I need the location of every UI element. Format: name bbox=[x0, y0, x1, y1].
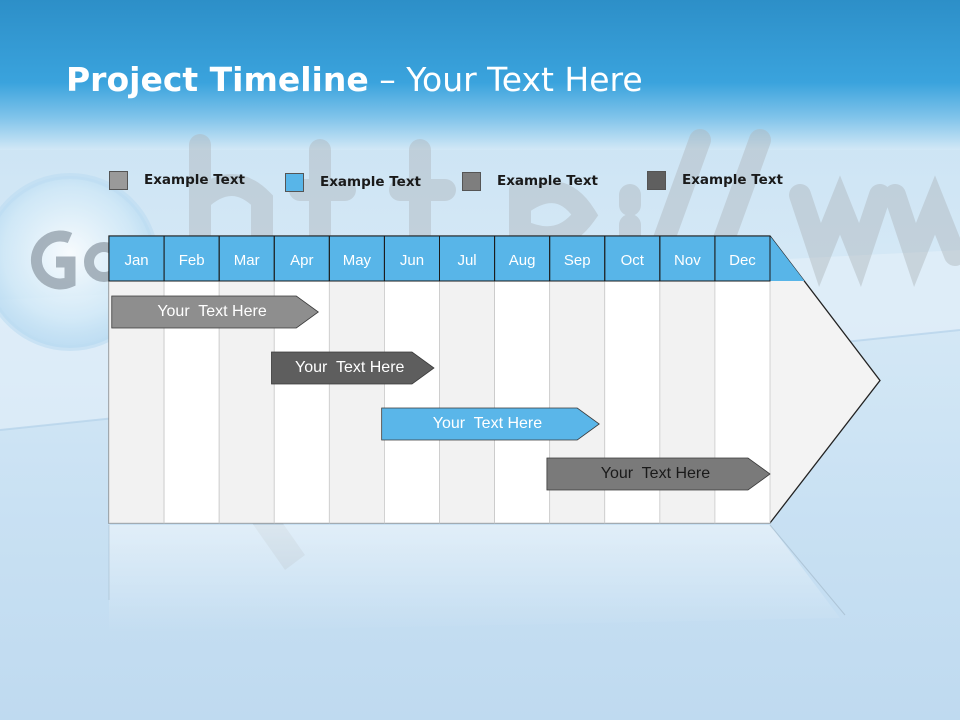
legend-swatch-3 bbox=[462, 171, 481, 191]
task-bar-1 bbox=[111, 295, 319, 329]
task-bar-label-1: Your Text Here bbox=[157, 303, 267, 320]
legend-item-2: Example Text bbox=[285, 172, 421, 192]
legend-label-4: Example Text bbox=[682, 172, 783, 188]
month-label-oct: Oct bbox=[621, 252, 645, 269]
task-bars bbox=[111, 295, 771, 491]
month-label-sep: Sep bbox=[564, 252, 591, 269]
month-label-apr: Apr bbox=[290, 252, 313, 269]
legend-swatch-1 bbox=[109, 170, 128, 190]
month-label-jun: Jun bbox=[400, 252, 424, 269]
month-column-jul bbox=[439, 280, 495, 524]
month-column-may bbox=[328, 280, 385, 524]
month-header-band bbox=[109, 236, 805, 281]
month-label-may: May bbox=[343, 252, 372, 269]
task-bar-4 bbox=[546, 457, 771, 491]
title-bold: Project Timeline bbox=[66, 60, 369, 99]
legend-item-4: Example Text bbox=[647, 170, 783, 190]
task-bar-label-2: Your Text Here bbox=[295, 359, 405, 376]
legend-label-3: Example Text bbox=[497, 173, 598, 189]
slide-title: Project Timeline – Your Text Here bbox=[66, 60, 643, 99]
title-rest: – Your Text Here bbox=[368, 60, 643, 99]
legend-swatch-2 bbox=[285, 172, 304, 192]
month-label-mar: Mar bbox=[234, 252, 260, 269]
month-header-row bbox=[108, 235, 805, 282]
month-column-aug bbox=[494, 280, 551, 524]
legend-label-1: Example Text bbox=[144, 172, 245, 188]
legend-label-2: Example Text bbox=[320, 174, 421, 190]
legend-swatch-4 bbox=[647, 170, 666, 190]
month-label-jul: Jul bbox=[457, 252, 476, 269]
month-column-jun bbox=[384, 280, 440, 524]
title-band bbox=[0, 0, 960, 150]
month-label-nov: Nov bbox=[674, 252, 701, 269]
month-label-aug: Aug bbox=[509, 252, 536, 269]
reflection-edge bbox=[769, 524, 846, 616]
legend-item-3: Example Text bbox=[462, 171, 598, 191]
task-bar-3 bbox=[381, 407, 600, 441]
month-label-jan: Jan bbox=[124, 252, 148, 269]
month-header-cell-dec bbox=[714, 235, 771, 282]
timeline-reflection bbox=[108, 524, 846, 633]
task-bar-label-4: Your Text Here bbox=[600, 465, 711, 482]
month-label-feb: Feb bbox=[179, 252, 205, 269]
month-labels: Jan Feb Mar Apr May Jun Jul Aug Sep Oct Nov Dec bbox=[124, 252, 756, 269]
month-label-dec: Dec bbox=[729, 252, 756, 269]
legend-item-1: Example Text bbox=[109, 170, 245, 190]
task-bar-2 bbox=[271, 351, 435, 385]
task-bar-label-3: Your Text Here bbox=[432, 415, 543, 432]
arrow-reflection bbox=[109, 525, 840, 633]
